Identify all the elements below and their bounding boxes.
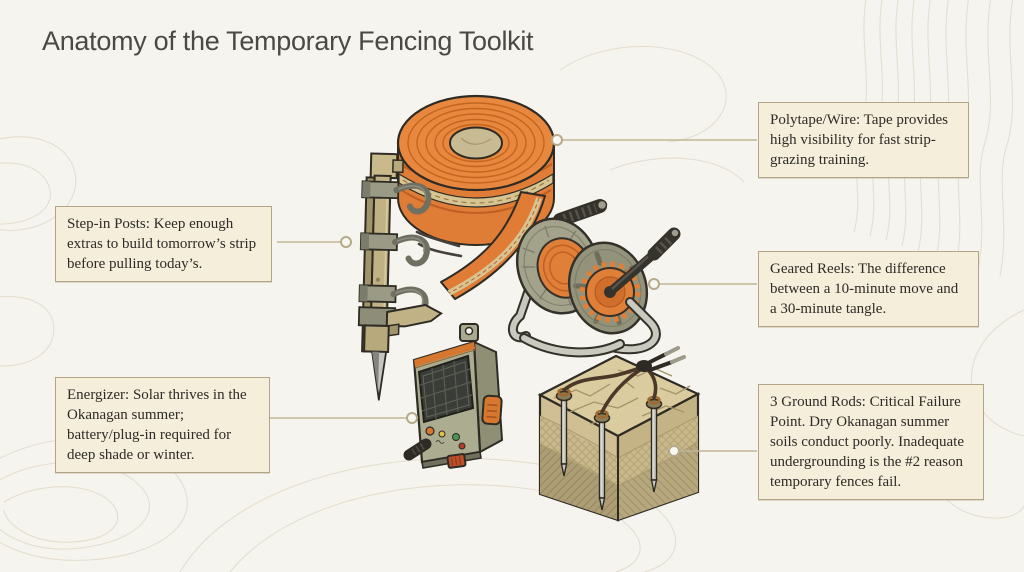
side-button (481, 394, 503, 426)
crank-handle (605, 227, 681, 297)
wire-end (415, 230, 461, 248)
leader-step-in-posts (277, 236, 352, 248)
solar-panel (417, 354, 475, 424)
ground-spike (371, 350, 387, 401)
polytape-roll-icon (396, 94, 556, 300)
post-top-cap (369, 152, 404, 180)
foot-step (357, 303, 443, 354)
leader-geared-reels (648, 278, 757, 290)
callout-ground-rods-text: 3 Ground Rods: Critical Failure Point. D… (770, 394, 964, 490)
output-terminals (403, 438, 467, 469)
carry-handle (553, 199, 608, 227)
callout-energizer-text: Energizer: Solar thrives in the Okanagan… (67, 387, 247, 463)
tape-roll-top (396, 94, 556, 192)
ground-rods-icon (537, 346, 701, 522)
callout-polytape-text: Polytape/Wire: Tape provides high visibi… (770, 112, 949, 168)
step-in-post-icon (357, 152, 443, 401)
geared-reel-icon (507, 199, 681, 358)
wire-junction (636, 346, 686, 372)
callout-ground-rods: 3 Ground Rods: Critical Failure Point. D… (758, 384, 984, 500)
loose-tape-tail (415, 191, 546, 300)
callout-step-in-posts: Step-in Posts: Keep enough extras to bui… (55, 206, 272, 282)
energizer-icon (403, 323, 504, 469)
indicator-lights (425, 426, 466, 450)
callout-geared-reels: Geared Reels: The difference between a 1… (758, 251, 979, 327)
soil-block (537, 354, 701, 522)
leader-dot (668, 445, 680, 457)
leader-energizer (268, 412, 418, 424)
callout-step-in-posts-text: Step-in Posts: Keep enough extras to bui… (67, 216, 257, 272)
leader-ground-rods (668, 445, 757, 457)
roll-core (449, 126, 503, 160)
leader-dot (340, 236, 352, 248)
leader-dot (648, 278, 660, 290)
callout-energizer: Energizer: Solar thrives in the Okanagan… (55, 377, 270, 473)
leader-polytape (551, 134, 757, 146)
hanger-tab (459, 323, 479, 342)
reel-frame-right (519, 297, 661, 358)
page-title: Anatomy of the Temporary Fencing Toolkit (42, 26, 534, 56)
callout-geared-reels-text: Geared Reels: The difference between a 1… (770, 261, 959, 317)
wire-end (417, 242, 463, 258)
leader-dot (551, 134, 563, 146)
callout-polytape: Polytape/Wire: Tape provides high visibi… (758, 102, 969, 178)
leader-dot (406, 412, 418, 424)
